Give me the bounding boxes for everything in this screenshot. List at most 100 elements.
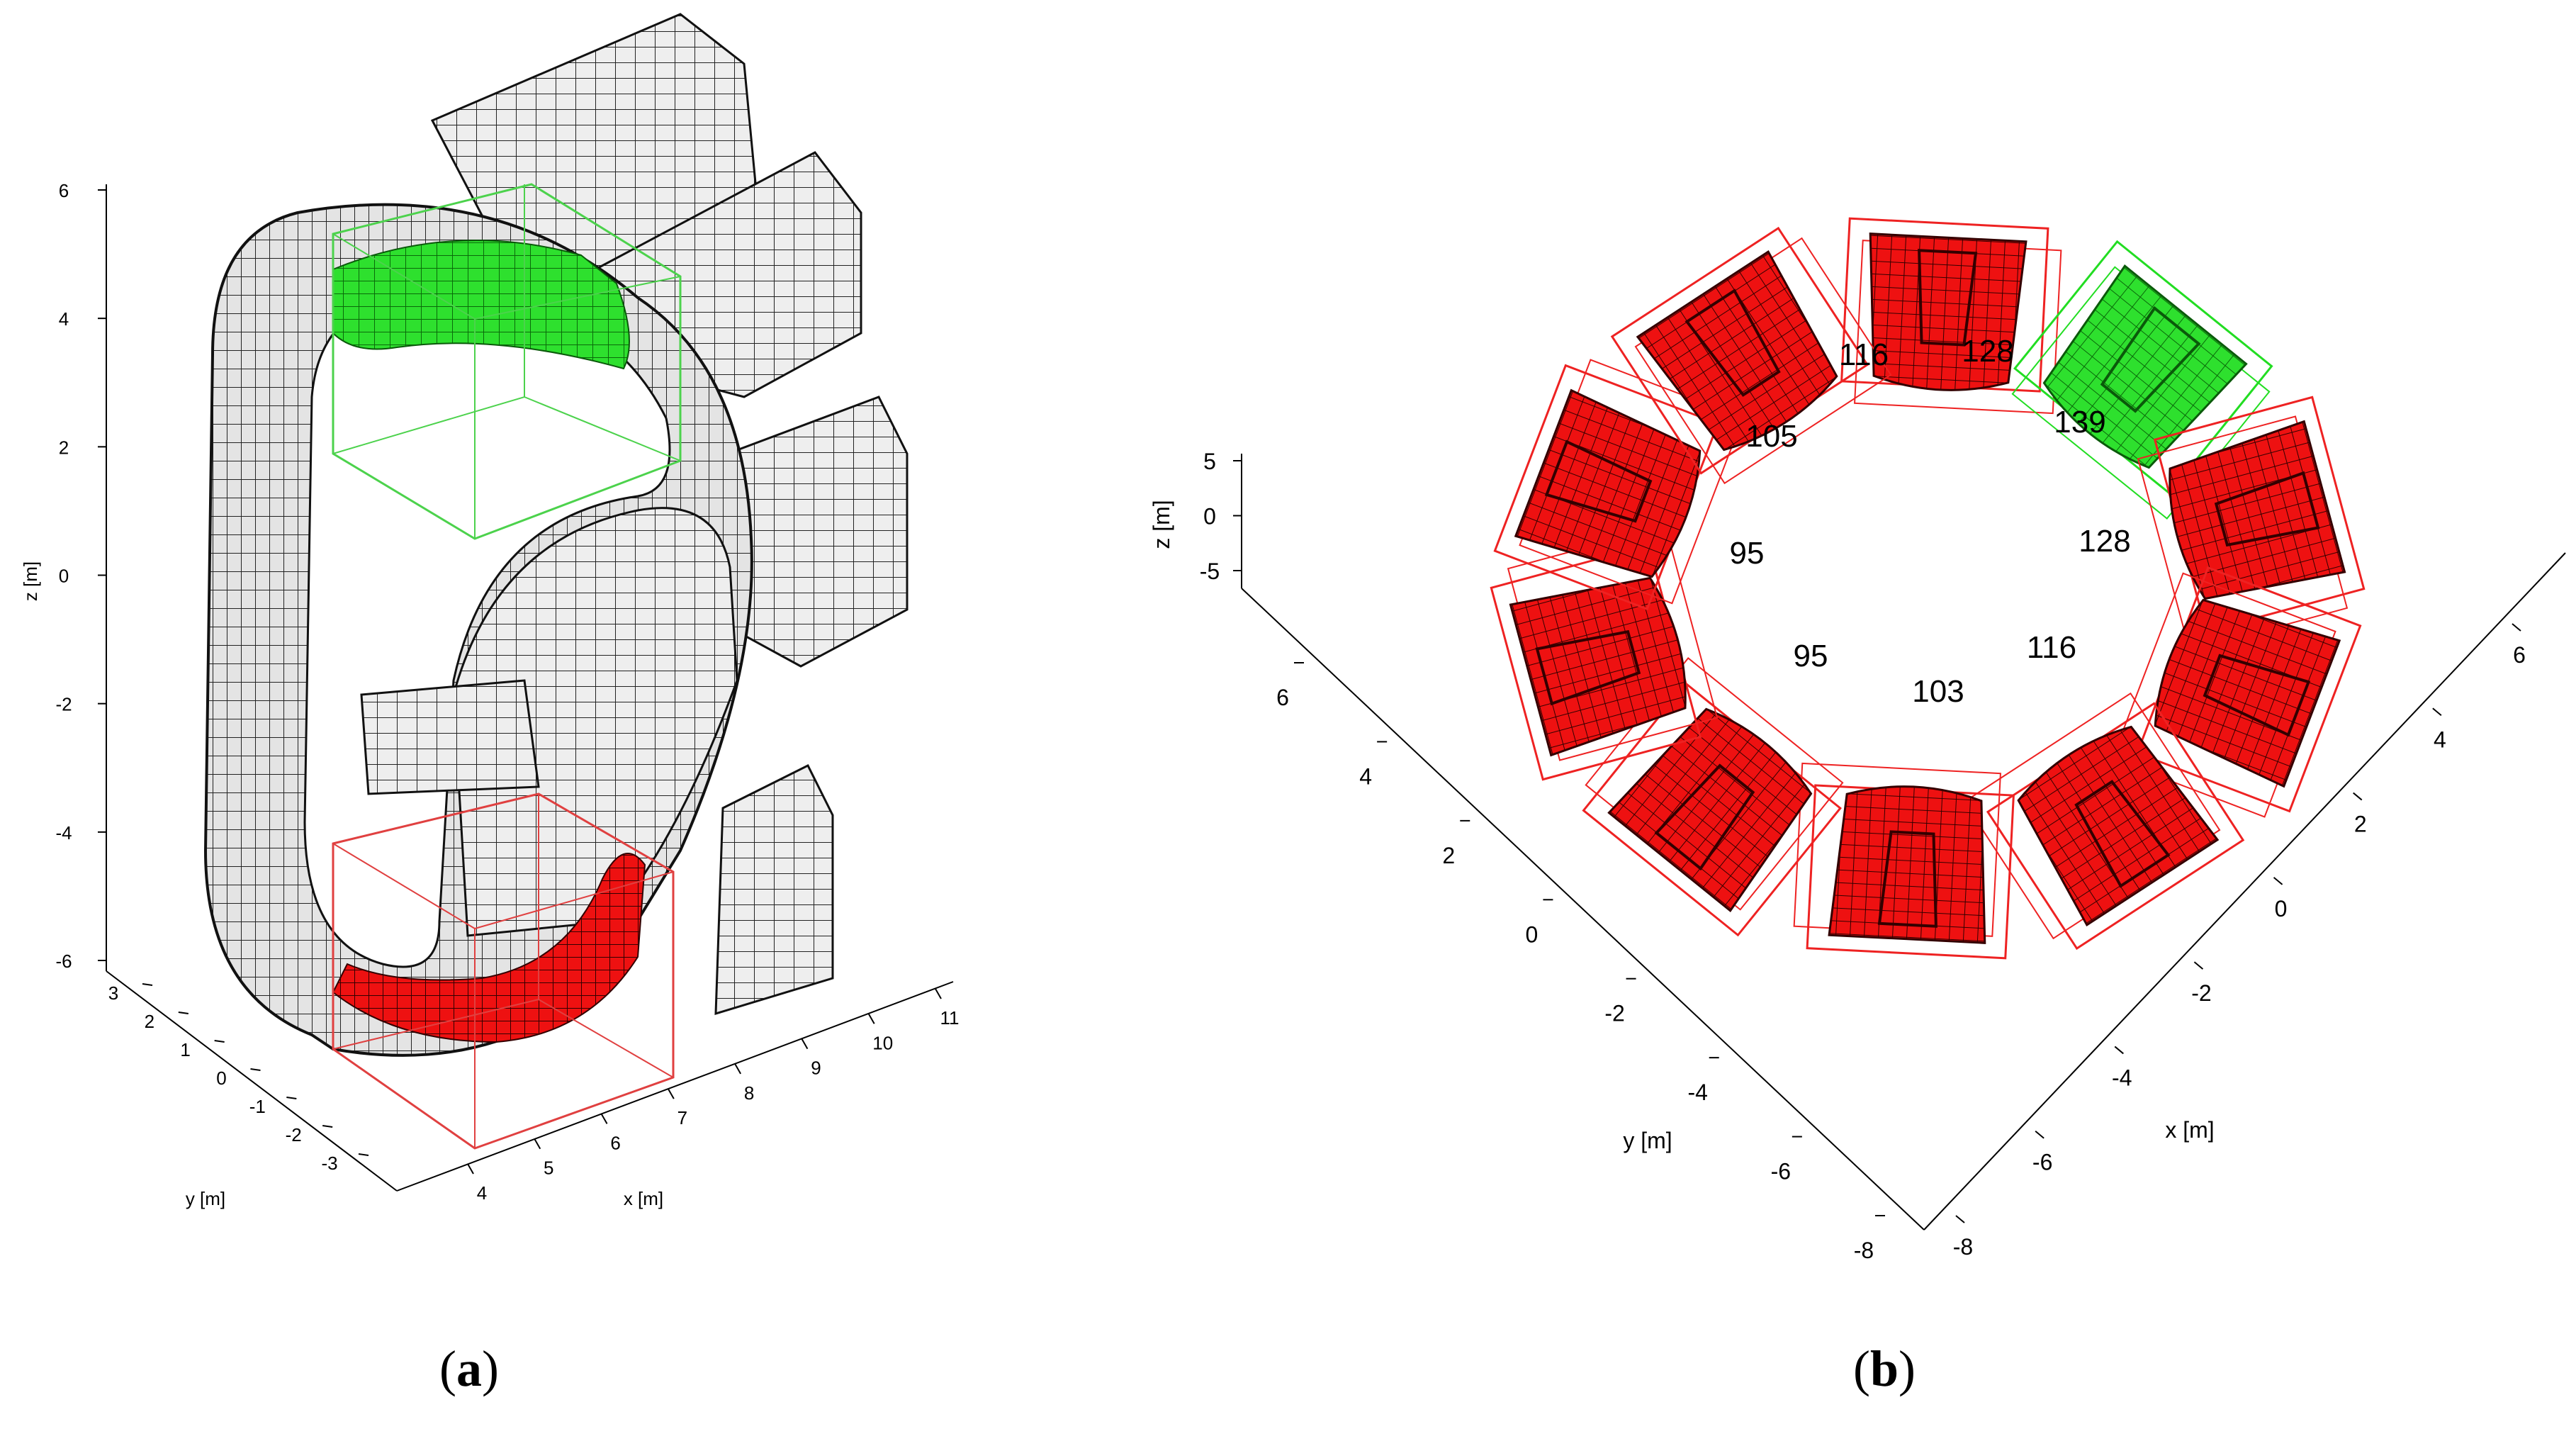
panel-a-x-tick-mark <box>734 1063 742 1075</box>
panel-b-x-axis-label: x [m] <box>2165 1117 2214 1143</box>
panel-b-caption-close: ) <box>1899 1340 1916 1397</box>
panel-a-caption: (a) <box>439 1340 499 1399</box>
red-bounding-box-edges <box>332 794 674 1148</box>
panel-a-green-segment <box>332 183 682 540</box>
green-bounding-box-edges <box>332 184 681 539</box>
blanket-segment <box>2111 566 2362 818</box>
panel-a-x-axis-label: x [m] <box>624 1188 663 1209</box>
segment-module-ribs <box>2074 780 2171 888</box>
segment-module-ribs <box>2203 654 2311 737</box>
panel-b-y-tick-label: 2 <box>1442 843 1455 868</box>
green-blanket-module <box>332 240 630 370</box>
panel-a-y-tick-mark <box>178 1011 189 1014</box>
panel-a-z-tick-label: 0 <box>59 566 69 587</box>
panel-a-y-tick-label: 2 <box>145 1011 154 1032</box>
panel-a-y-tick-label: 1 <box>180 1039 190 1060</box>
segment-module <box>1869 232 2027 391</box>
blanket-segment <box>1963 692 2245 951</box>
panel-a-y-axis-line <box>106 970 398 1192</box>
panel-b-axes <box>1241 454 2566 1231</box>
panel-b-x-tick-label: -2 <box>2191 980 2211 1006</box>
panel-a-x-tick-label: 9 <box>811 1058 821 1079</box>
panel-a-x-tick-mark <box>801 1038 809 1050</box>
panel-a-y-tick-mark <box>286 1097 297 1099</box>
panel-a-z-tick-label: -6 <box>55 951 72 972</box>
panel-b-x-tick-mark <box>2193 961 2204 970</box>
segment-module-ribs <box>1918 249 1978 347</box>
segment-value-label: 105 <box>1745 419 1797 454</box>
panel-a-x-tick-mark <box>534 1138 541 1150</box>
panel-b-z-axis-label: z [m] <box>1149 500 1174 549</box>
panel-b-x-tick-label: 2 <box>2354 812 2367 837</box>
blanket-segment <box>1840 217 2062 415</box>
panel-a-z-tick-label: 6 <box>59 180 69 201</box>
segment-value-label: 128 <box>1962 334 2013 369</box>
segment-module <box>2042 264 2248 469</box>
segment-module <box>1509 576 1687 757</box>
panel-a-caption-open: ( <box>439 1340 456 1397</box>
panel-b-x-tick-label: 6 <box>2513 642 2526 668</box>
panel-a-y-tick-mark <box>142 983 153 986</box>
panel-b-y-axis-label: y [m] <box>1623 1128 1672 1153</box>
panel-b-z-ticks: 50-5 <box>1200 449 1242 584</box>
panel-b-y-axis-line <box>1241 588 1925 1231</box>
panel-a-y-tick-mark <box>358 1153 369 1156</box>
panel-a-x-tick-mark <box>600 1113 608 1124</box>
panel-b-y-tick-label: -6 <box>1771 1159 1791 1184</box>
panel-b-caption-letter: b <box>1869 1340 1899 1397</box>
segment-value-label: 103 <box>1912 674 1964 709</box>
segment-module-ribs <box>1654 763 1755 871</box>
panel-a-x-tick-label: 8 <box>744 1082 754 1104</box>
panel-b-y-tick-label: 0 <box>1526 921 1539 947</box>
segment-module-ribs <box>1684 288 1781 397</box>
panel-b-z-tick-label: -5 <box>1200 559 1220 584</box>
segment-module <box>2017 725 2220 927</box>
segment-module <box>1514 388 1702 578</box>
blanket-segment <box>1610 226 1892 485</box>
panel-b-caption-open: ( <box>1853 1340 1870 1397</box>
panel-a-x-tick-mark <box>467 1163 474 1175</box>
port-lower <box>714 763 834 1016</box>
segment-module <box>1636 250 1838 452</box>
panel-b-x-tick-label: -8 <box>1953 1234 1973 1260</box>
panel-a-y-tick-label: -2 <box>286 1124 302 1145</box>
panel-a-y-tick-mark <box>214 1040 225 1043</box>
panel-b-x-tick-mark <box>1955 1215 1965 1223</box>
panel-a-x-tick-mark <box>935 988 942 999</box>
blanket-segment <box>1490 525 1719 781</box>
panel-a-red-segment <box>332 792 675 1150</box>
panel-a-x-tick-mark <box>867 1013 875 1024</box>
segment-module-ribs <box>2100 306 2201 413</box>
inboard-blanket <box>452 507 738 937</box>
panel-b-z-tick-label: 0 <box>1203 504 1216 529</box>
panel-a-caption-letter: a <box>456 1340 482 1397</box>
segment-module <box>2154 598 2341 788</box>
panel-a-y-tick-label: 0 <box>216 1067 226 1089</box>
panel-a-x-axis-line <box>396 981 954 1192</box>
panel-a-x-tick-label: 5 <box>544 1158 553 1179</box>
panel-b-y-tick-label: -2 <box>1604 1001 1624 1026</box>
panel-a-x-tick-label: 11 <box>940 1007 960 1029</box>
panel-a-y-tick-label: 3 <box>108 982 118 1004</box>
panel-b-y-tick-label: -4 <box>1687 1080 1707 1105</box>
segment-module <box>1607 707 1813 912</box>
panel-a-y-tick-mark <box>322 1125 333 1128</box>
panel-a-z-tick-label: -4 <box>55 822 72 844</box>
panel-a-caption-close: ) <box>481 1340 499 1397</box>
panel-b-x-tick-mark <box>2035 1130 2045 1139</box>
panel-a-y-axis-label: y [m] <box>186 1188 225 1209</box>
segment-value-label: 95 <box>1730 536 1765 571</box>
blanket-segment-highlighted <box>2011 240 2273 520</box>
segment-value-label: 128 <box>2079 524 2130 559</box>
segment-module-ribs <box>1877 830 1937 928</box>
panel-b-x-tick-mark <box>2512 623 2521 632</box>
panel-a-x-tick-mark <box>667 1088 675 1099</box>
